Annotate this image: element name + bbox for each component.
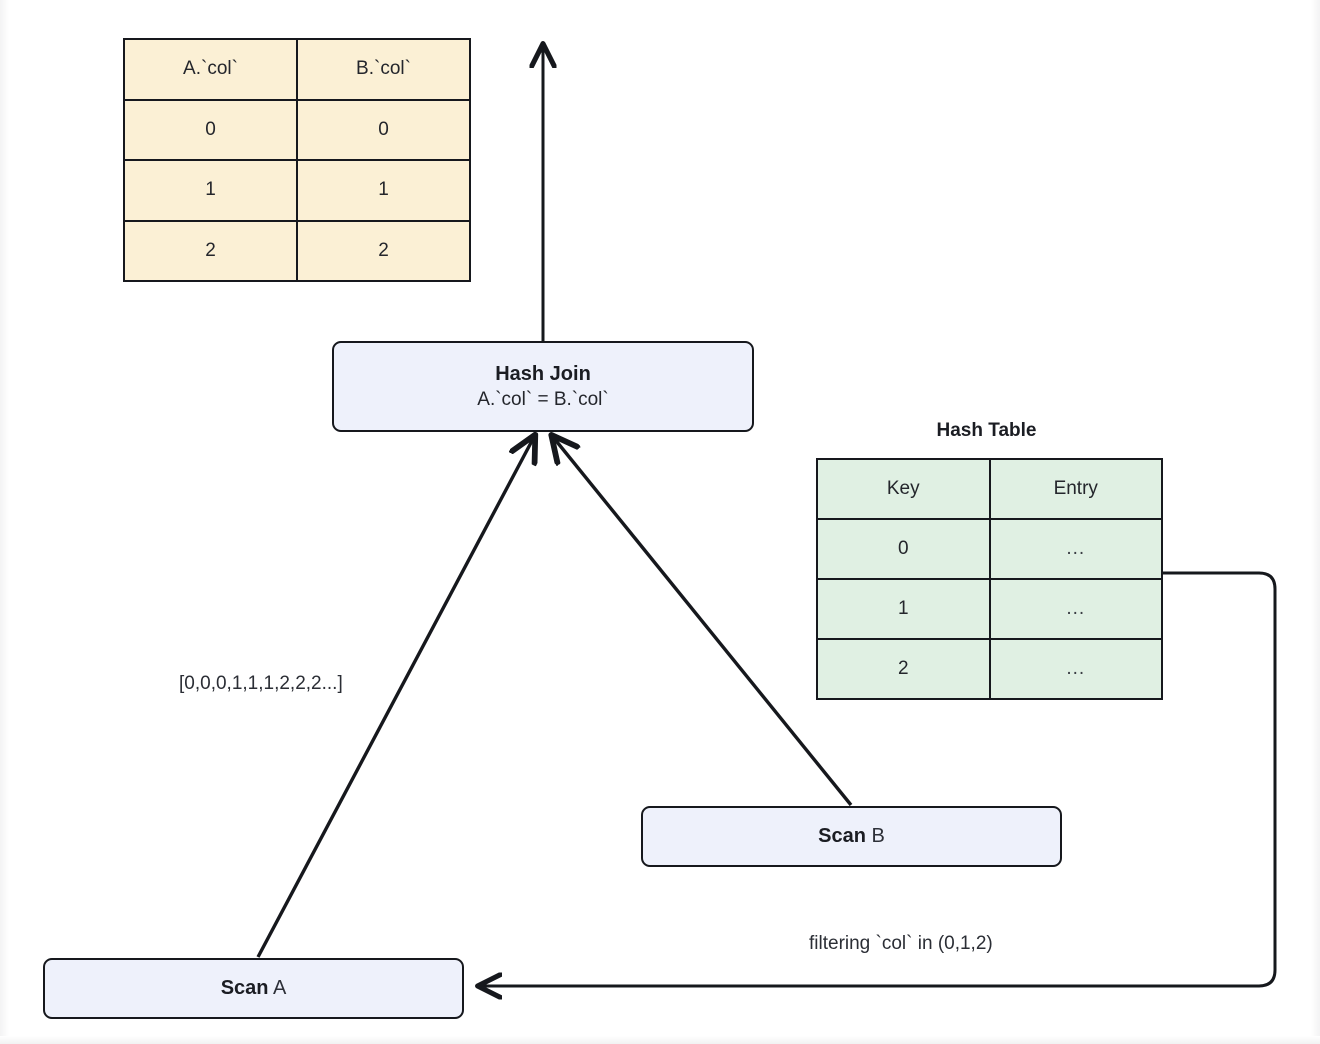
- table-row: 0 ...: [816, 518, 1163, 580]
- node-hash-join-condition: A.`col` = B.`col`: [477, 389, 609, 411]
- node-scan-a-op: Scan: [220, 977, 269, 1000]
- node-scan-a[interactable]: Scan A: [43, 958, 464, 1019]
- result-table-header-b: B.`col`: [296, 38, 471, 101]
- table-row: 0 0: [123, 98, 471, 161]
- node-scan-a-relation: A: [268, 977, 287, 1000]
- node-scan-a-label: Scan A: [221, 975, 287, 1001]
- hash-table-caption: Hash Table: [936, 420, 1037, 441]
- result-cell-b-0: 0: [296, 98, 471, 161]
- hash-cell-entry-0: ...: [988, 518, 1163, 580]
- result-cell-a-1: 1: [123, 159, 298, 222]
- hash-cell-entry-2: ...: [988, 638, 1163, 700]
- table-row: 2 ...: [816, 638, 1163, 700]
- result-cell-b-1: 1: [296, 159, 471, 222]
- node-hash-join-title: Hash Join: [495, 362, 591, 385]
- table-row: 2 2: [123, 219, 471, 282]
- page-edge-left: [0, 0, 9, 1044]
- result-cell-a-2: 2: [123, 219, 298, 282]
- edge-scanb-to-hashjoin: [553, 437, 853, 807]
- result-cell-a-0: 0: [123, 98, 298, 161]
- result-cell-b-2: 2: [296, 219, 471, 282]
- edge-label-filter: filtering `col` in (0,1,2): [806, 932, 996, 956]
- edge-label-probe-keys: [0,0,0,1,1,1,2,2,2...]: [176, 672, 346, 696]
- table-row: 1 ...: [816, 578, 1163, 640]
- edge-scana-to-hashjoin: [256, 437, 534, 958]
- result-table-header-a: A.`col`: [123, 38, 298, 101]
- hash-cell-key-2: 2: [816, 638, 991, 700]
- node-hash-join[interactable]: Hash Join A.`col` = B.`col`: [332, 341, 754, 432]
- table-row-header: A.`col` B.`col`: [123, 38, 471, 101]
- edge-hashtable-to-scana: [480, 571, 1277, 986]
- hash-table: Key Entry 0 ... 1 ... 2 ...: [816, 458, 1163, 700]
- hash-cell-key-1: 1: [816, 578, 991, 640]
- node-scan-b-relation: B: [865, 825, 885, 848]
- result-table: A.`col` B.`col` 0 0 1 1 2 2: [123, 38, 471, 282]
- hash-table-header-entry: Entry: [988, 458, 1163, 520]
- node-scan-b-op: Scan: [818, 825, 866, 848]
- node-scan-b[interactable]: Scan B: [641, 806, 1062, 867]
- table-row: 1 1: [123, 159, 471, 222]
- hash-cell-key-0: 0: [816, 518, 991, 580]
- page-edge-right: [1311, 0, 1320, 1044]
- hash-cell-entry-1: ...: [988, 578, 1163, 640]
- table-row-header: Key Entry: [816, 458, 1163, 520]
- node-scan-b-label: Scan B: [818, 823, 885, 849]
- hash-table-header-key: Key: [816, 458, 991, 520]
- page-edge-bottom: [0, 1036, 1320, 1044]
